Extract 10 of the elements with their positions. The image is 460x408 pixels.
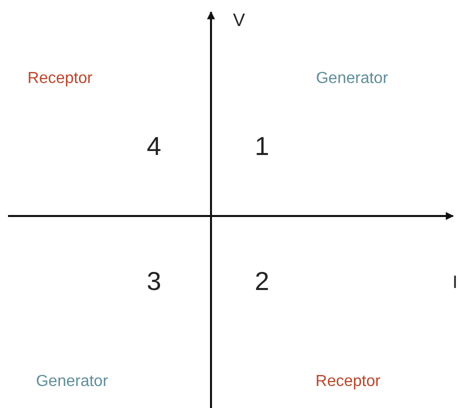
quadrant-label: Generator: [36, 374, 108, 390]
quadrant-number: 3: [146, 268, 162, 294]
axis-label: I: [452, 273, 458, 291]
quadrant-label: Receptor: [28, 71, 92, 87]
quadrant-label: Receptor: [316, 374, 380, 390]
quadrant-label: Generator: [316, 71, 388, 87]
axis-label: V: [233, 11, 245, 29]
quadrant-number: 2: [254, 268, 270, 294]
quadrant-number: 1: [254, 133, 270, 159]
quadrant-number: 4: [146, 133, 162, 159]
